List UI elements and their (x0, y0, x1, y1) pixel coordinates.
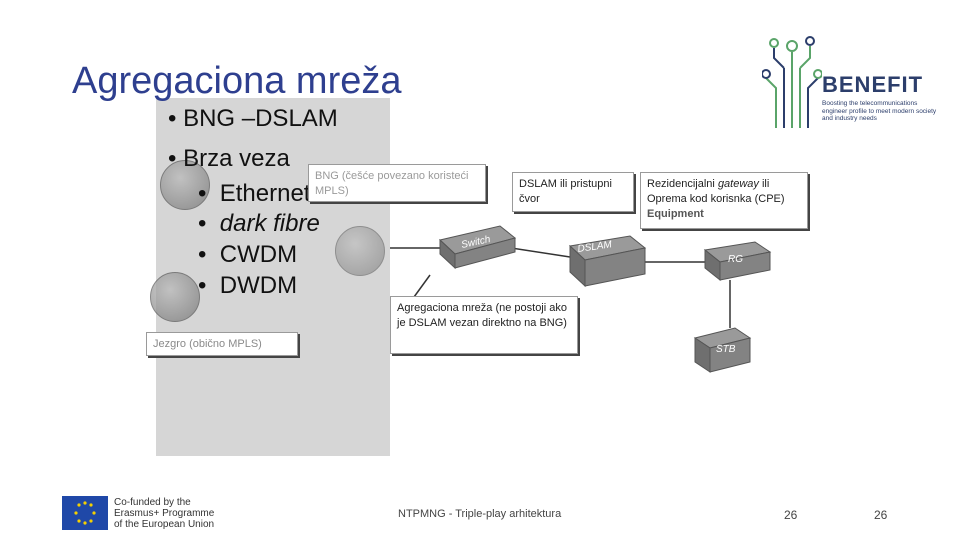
text-panel (156, 98, 390, 456)
router-icon (160, 160, 210, 210)
bullet-text: Ethernet (219, 180, 311, 207)
callout-residential-gateway: Rezidencijalni gateway ili Oprema kod ko… (640, 172, 808, 229)
benefit-name: BENEFIT (822, 72, 924, 97)
residential-text: Rezidencijalni (647, 178, 715, 190)
callout-dslam: DSLAM ili pristupni čvor (512, 172, 634, 212)
eu-cofunded-logo: Co-funded by the Erasmus+ Programme of t… (62, 496, 232, 530)
bullet-bng-dslam: • BNG –DSLAM (168, 104, 338, 134)
bullet-marker: • (198, 180, 207, 207)
bullet-text: CWDM (219, 241, 298, 268)
dslam-device: DSLAM (568, 235, 647, 288)
bullet-text: DWDM (219, 272, 298, 299)
page-title: Agregaciona mreža (72, 60, 402, 102)
page-number: 26 (874, 508, 888, 522)
residential-line2: Oprema kod korisnka (CPE) (647, 193, 785, 205)
bullet-text: dark fibre (219, 210, 320, 237)
sub-bullet-ethernet: • Ethernet (198, 178, 310, 209)
rg-label: RG (728, 254, 743, 265)
eu-line3: of the European Union (114, 519, 215, 530)
bullet-marker: • (198, 241, 207, 268)
bullet-marker: • (198, 272, 207, 299)
slide-number: 26 (784, 508, 798, 522)
sub-bullet-dark-fibre: • dark fibre (198, 208, 320, 239)
bullet-marker: • (168, 145, 177, 172)
residential-line1: Rezidencijalni gateway ili (647, 177, 801, 192)
router-icon (150, 272, 200, 322)
switch-device: Switch (438, 225, 517, 270)
callout-core: Jezgro (obično MPLS) (146, 332, 298, 356)
bullet-marker: • (198, 210, 207, 237)
sub-bullet-dwdm: • DWDM (198, 270, 297, 301)
eu-line2: Erasmus+ Programme (114, 508, 215, 519)
circuit-tree-icon (761, 36, 823, 128)
benefit-tagline: Boosting the telecommunications engineer… (822, 100, 937, 122)
router-icon (335, 226, 385, 276)
rg-device: RG (703, 241, 772, 282)
callout-aggregation-network: Agregaciona mreža (ne postoji ako je DSL… (390, 296, 578, 354)
residential-text-end: ili (761, 178, 770, 190)
eu-line1: Co-funded by the (114, 497, 191, 508)
footer-course-title: NTPMNG - Triple-play arhitektura (398, 508, 562, 520)
sub-bullet-cwdm: • CWDM (198, 239, 297, 270)
equipment-label: Equipment (647, 208, 704, 220)
bullet-text: Brza veza (183, 145, 290, 172)
dslam-label: DSLAM (577, 239, 613, 255)
benefit-logo: BENEFIT Boosting the telecommunications … (761, 28, 944, 132)
stb-device: STB (693, 327, 752, 373)
bullet-marker: • (168, 105, 177, 132)
residential-gateway-word: gateway (717, 178, 759, 190)
stb-label: STB (716, 344, 736, 355)
bullet-text: BNG –DSLAM (183, 105, 338, 132)
callout-bng: BNG (češće povezano koristeći MPLS) (308, 164, 486, 202)
eu-flag-icon (62, 496, 108, 530)
bullet-fast-link: • Brza veza (168, 144, 290, 174)
